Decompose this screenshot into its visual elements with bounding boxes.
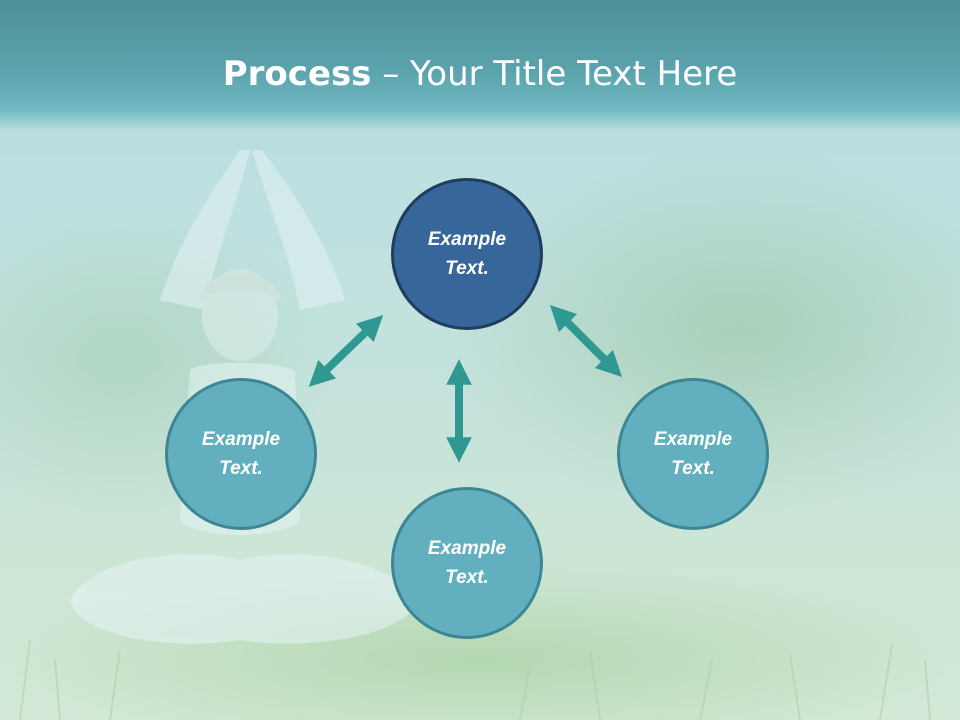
process-node-right[interactable]: Example Text. (617, 378, 769, 530)
process-node-left-label: Example Text. (201, 429, 281, 479)
title-bold: Process (222, 54, 372, 94)
title-rest: – Your Title Text Here (371, 54, 738, 94)
process-node-bottom-label: Example Text. (427, 538, 507, 588)
double-arrow-icon (549, 304, 623, 378)
title-band (0, 0, 960, 130)
slide-title: Process – Your Title Text Here (0, 52, 960, 96)
process-node-right-label: Example Text. (653, 429, 733, 479)
double-arrow-icon (308, 315, 384, 387)
process-node-top[interactable]: Example Text. (391, 178, 543, 330)
process-node-top-label: Example Text. (427, 229, 507, 279)
process-node-left[interactable]: Example Text. (165, 378, 317, 530)
process-node-bottom[interactable]: Example Text. (391, 487, 543, 639)
